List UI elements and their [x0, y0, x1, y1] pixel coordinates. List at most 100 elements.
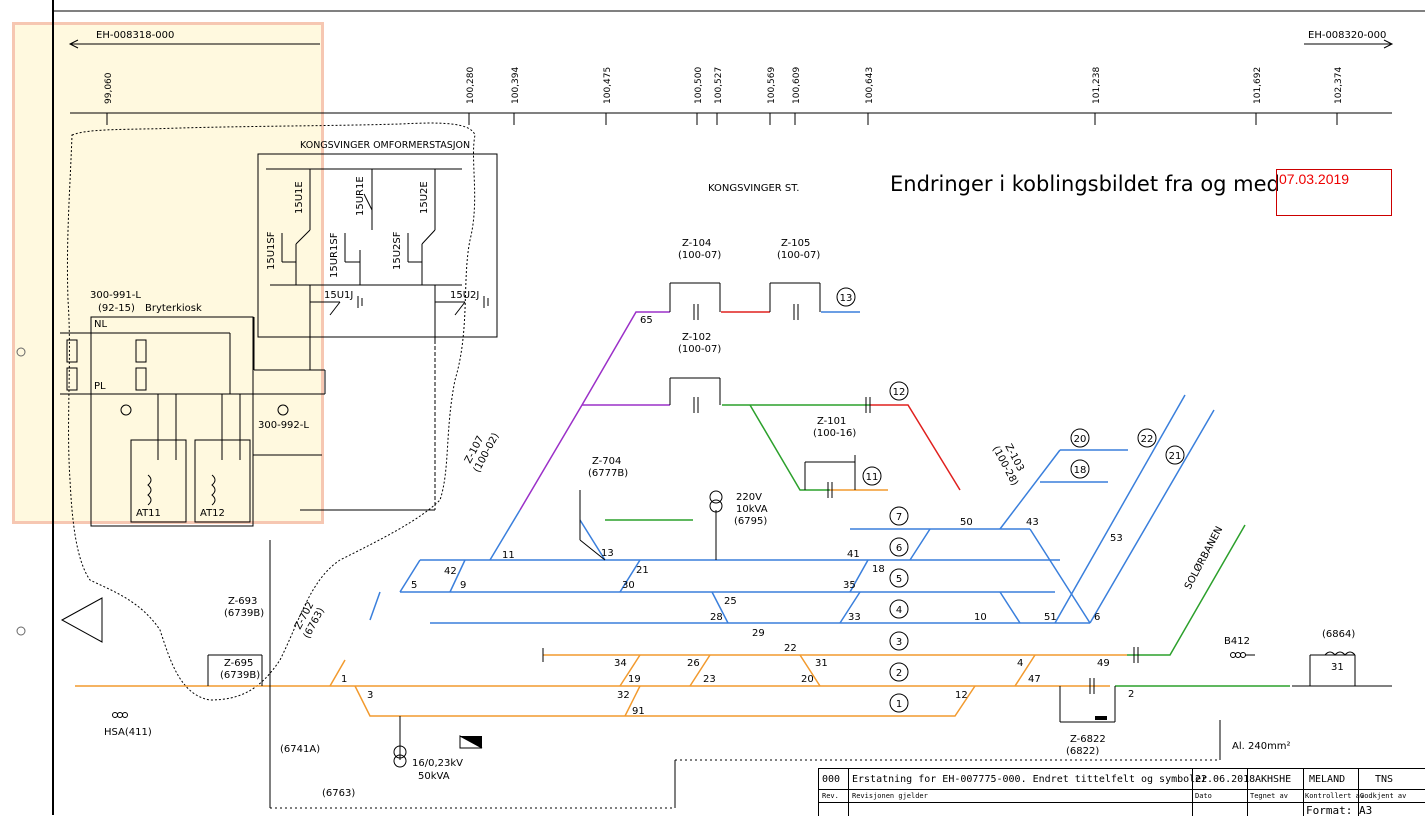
- chainage-label: 100,475: [603, 67, 613, 104]
- converter-switches: [270, 169, 489, 370]
- chainage-label: 101,238: [1092, 67, 1102, 104]
- track-number-circle: [836, 287, 856, 307]
- format-label: Format: A3: [1306, 804, 1373, 817]
- kiosk-box: [90, 316, 254, 527]
- track-number-circle: [1070, 428, 1090, 448]
- chainage-label: 102,374: [1334, 67, 1344, 104]
- misc-label: (6741A): [280, 744, 320, 755]
- section-number: 11: [502, 550, 515, 561]
- change-notice: Endringer i koblingsbildet fra og med: [890, 172, 1280, 196]
- section-number: 41: [847, 549, 860, 560]
- change-date-box: 07.03.2019: [1276, 169, 1392, 216]
- section-number: 6: [1094, 612, 1100, 623]
- breaker-symbols: [112, 304, 1356, 768]
- title-block-divider: [819, 789, 1425, 790]
- punch-hole: [16, 626, 26, 636]
- title-block-divider: [819, 802, 1425, 803]
- kiosk-label: PL: [94, 381, 106, 392]
- chainage-label: 100,609: [792, 67, 802, 104]
- disconnector-ref: (100-07): [777, 250, 820, 261]
- disconnector-id: Z-704: [592, 456, 621, 467]
- section-number: 43: [1026, 517, 1039, 528]
- switch-label: 15U2J: [450, 290, 479, 301]
- disconnector-ref: (6822): [1066, 746, 1099, 757]
- section-number: 22: [784, 643, 797, 654]
- section-number: 5: [411, 580, 417, 591]
- section-number: 26: [687, 658, 700, 669]
- track-number-circle: [889, 568, 909, 588]
- track-number: 6: [896, 543, 902, 554]
- switch-label: 15UR1SF: [329, 232, 340, 278]
- left-reference: EH-008318-000: [96, 30, 174, 41]
- section-number: 34: [614, 658, 627, 669]
- chainage-label: 100,643: [865, 67, 875, 104]
- section-number: 12: [955, 690, 968, 701]
- track-number-circle: [889, 537, 909, 557]
- track-number-circle: [1070, 459, 1090, 479]
- date-header: Dato: [1195, 792, 1212, 800]
- track-number: 21: [1169, 451, 1182, 462]
- track-number-circle: [889, 506, 909, 526]
- section-number: 65: [640, 315, 653, 326]
- ground-marker: [1095, 716, 1107, 720]
- chainage-label: 99,060: [104, 72, 114, 104]
- drawn-by: AKHSHE: [1255, 774, 1292, 785]
- track-number: 3: [896, 637, 902, 648]
- approved-by: TNS: [1375, 774, 1394, 785]
- transformer-220-label: 10kVA: [736, 504, 768, 515]
- section-number: 18: [872, 564, 885, 575]
- rev-text: Erstatning for EH-007775-000. Endret tit…: [852, 774, 1208, 785]
- misc-label: 31: [1331, 662, 1344, 673]
- disconnector-id: Z-102: [682, 332, 711, 343]
- disconnector-id: Z-693: [228, 596, 257, 607]
- section-number: 50: [960, 517, 973, 528]
- section-number: 35: [843, 580, 856, 591]
- misc-label: (6763): [322, 788, 355, 799]
- section-number: 53: [1110, 533, 1123, 544]
- arrow-left-icon: [68, 39, 79, 49]
- track-number: 18: [1074, 465, 1087, 476]
- switch-label: 15U2E: [419, 181, 430, 214]
- section-number: 19: [628, 674, 641, 685]
- section-number: 25: [724, 596, 737, 607]
- section-number: 51: [1044, 612, 1057, 623]
- disconnector-id: Z-104: [682, 238, 711, 249]
- section-number: 4: [1017, 658, 1023, 669]
- kiosk-label: AT11: [136, 508, 161, 519]
- track-number-circle: [889, 631, 909, 651]
- section-number: 20: [801, 674, 814, 685]
- title-block: 000 Erstatning for EH-007775-000. Endret…: [818, 768, 1425, 817]
- track-number: 2: [896, 668, 902, 679]
- chainage-label: 100,527: [714, 67, 724, 104]
- north-arrow-icon: [60, 597, 103, 643]
- track-number-circle: [1165, 445, 1185, 465]
- transformer-220-label: 220V: [736, 492, 762, 503]
- section-number: 49: [1097, 658, 1110, 669]
- misc-label: B412: [1224, 636, 1250, 647]
- disconnector-ref: (6739B): [220, 670, 260, 681]
- switch-label: 15UR1E: [355, 176, 366, 216]
- transformer-220-label: (6795): [734, 516, 767, 527]
- track-number: 11: [866, 472, 879, 483]
- station-name: KONGSVINGER ST.: [708, 183, 799, 194]
- misc-label: SOLØRBANEN: [1182, 524, 1225, 591]
- track-number-circle: [889, 693, 909, 713]
- converter-station-box: [257, 153, 498, 338]
- disconnector-id: Z-105: [781, 238, 810, 249]
- title-block-divider: [848, 769, 849, 816]
- cloud-outline: [66, 122, 476, 701]
- section-number: 29: [752, 628, 765, 639]
- section-number: 47: [1028, 674, 1041, 685]
- track-number: 7: [896, 512, 902, 523]
- kiosk-label: 300-991-L: [90, 290, 141, 301]
- switch-label: 15U1J: [324, 290, 353, 301]
- chainage-label: 100,280: [466, 67, 476, 104]
- track-number-circle: [1137, 428, 1157, 448]
- kiosk-label: AT12: [200, 508, 225, 519]
- chainage-label: 100,500: [694, 67, 704, 104]
- section-number: 42: [444, 566, 457, 577]
- switch-label: 15U1SF: [266, 231, 277, 270]
- track-number: 5: [896, 574, 902, 585]
- title-block-divider: [1192, 769, 1193, 816]
